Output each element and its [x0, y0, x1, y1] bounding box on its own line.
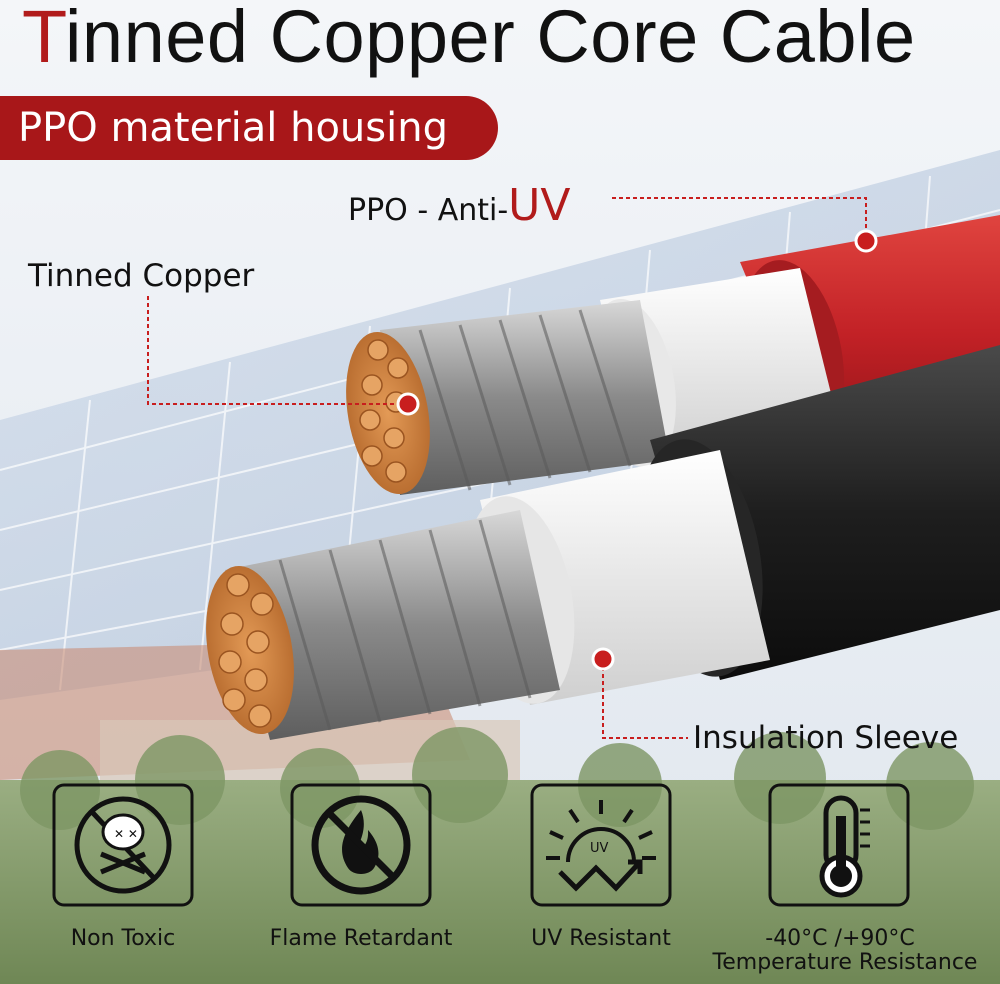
feature-label-temperature-range: -40°C /+90°C — [765, 926, 915, 951]
title-first-letter: T — [22, 0, 65, 78]
uv-sun-icon: UV — [546, 800, 656, 892]
callout-uv-text: UV — [508, 180, 571, 231]
callout-ppo-prefix: PPO - Anti- — [348, 193, 509, 228]
title-rest: inned Copper Core Cable — [64, 0, 916, 78]
svg-text:✕ ✕: ✕ ✕ — [114, 827, 138, 841]
callout-ppo-anti-uv: PPO - Anti-UV — [348, 184, 570, 231]
callout-tinned-copper: Tinned Copper — [28, 258, 255, 294]
feature-label-flame-retardant: Flame Retardant — [269, 926, 453, 951]
feature-label-uv-resistant: UV Resistant — [531, 926, 671, 951]
svg-text:UV: UV — [590, 841, 609, 856]
thermometer-icon — [819, 795, 870, 898]
feature-label-temperature-resistance: Temperature Resistance — [712, 950, 978, 975]
callout-insulation-sleeve: Insulation Sleeve — [693, 720, 959, 756]
page-title: Tinned Copper Core Cable — [22, 0, 916, 80]
skull-crossbones-icon: ✕ ✕ — [74, 796, 172, 894]
banner-text: PPO material housing — [18, 105, 448, 151]
feature-label-non-toxic: Non Toxic — [70, 926, 176, 951]
no-fire-icon — [311, 795, 411, 895]
material-banner: PPO material housing — [0, 96, 498, 160]
